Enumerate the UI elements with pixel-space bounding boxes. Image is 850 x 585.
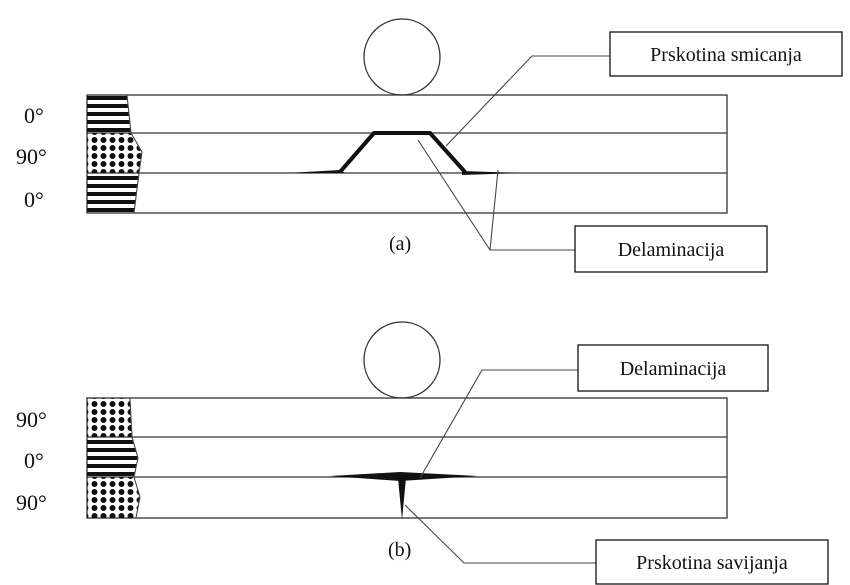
stress-profile-dots-top-b	[87, 398, 132, 437]
laminate-b	[86, 397, 728, 519]
panel-b: 90° 0° 90° (b) Delaminacija Prskotina sa…	[16, 321, 829, 585]
shear-crack-a	[338, 131, 467, 174]
ply-label-a-top: 0°	[24, 103, 44, 128]
callout-bending-crack-b: Prskotina savijanja	[636, 552, 788, 574]
caption-b: (b)	[388, 539, 411, 561]
delamination-b	[330, 472, 478, 481]
stress-profile-stripes-top-a	[87, 95, 131, 133]
callout-box-delamination-b	[577, 344, 769, 392]
ply-label-b-top: 90°	[16, 407, 47, 432]
leader-delamination-b	[419, 369, 578, 479]
panel-a: 0° 90° 0° (a) Prskotina smicanja Delamin…	[16, 18, 843, 273]
leader-delamination-a	[417, 139, 575, 251]
stress-profile-outline-b	[129, 397, 141, 519]
leader-shear-crack-a	[445, 55, 610, 147]
callout-delamination-a: Delaminacija	[618, 239, 725, 261]
ply-label-a-middle: 90°	[16, 144, 47, 169]
ply-label-b-middle: 0°	[24, 448, 44, 473]
delamination-lower-right-a	[462, 171, 520, 175]
stress-profile-stripes-bottom-a	[87, 173, 139, 213]
callout-box-delamination-a	[574, 225, 768, 273]
callout-shear-crack-a: Prskotina smicanja	[650, 44, 802, 66]
stress-profile-outline-a	[126, 94, 143, 214]
caption-a: (a)	[389, 233, 411, 255]
impactor-b	[363, 321, 441, 399]
callout-delamination-b: Delaminacija	[620, 358, 727, 380]
delamination-lower-left-a	[288, 170, 345, 173]
impactor-a	[363, 18, 441, 96]
callout-box-shear-crack-a	[609, 31, 843, 77]
stress-profile-stripes-b	[87, 437, 138, 477]
bending-crack-b	[398, 478, 406, 520]
callout-box-bending-crack-b	[595, 539, 829, 585]
laminate-a	[86, 94, 728, 214]
stress-profile-dots-a	[87, 133, 142, 173]
leader-bending-crack-b	[404, 504, 596, 564]
ply-label-b-bottom: 90°	[16, 490, 47, 515]
stress-profile-dots-bottom-b	[87, 477, 140, 518]
ply-label-a-bottom: 0°	[24, 187, 44, 212]
